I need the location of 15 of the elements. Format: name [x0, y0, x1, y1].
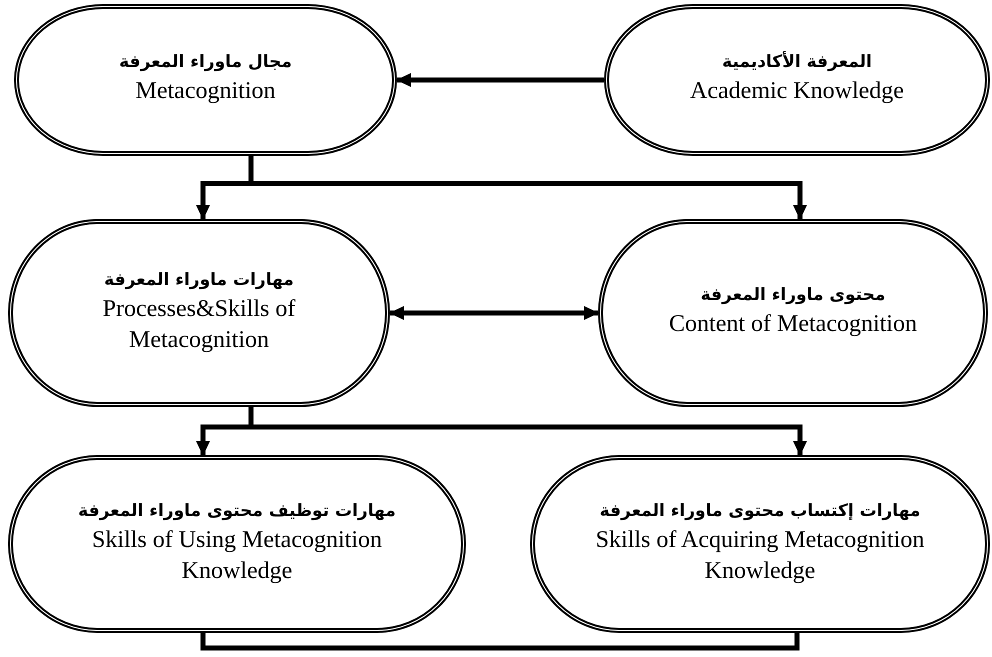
arrow: [396, 73, 604, 87]
arabic-title: مهارات إكتساب محتوى ماوراء المعرفة: [600, 500, 920, 521]
english-label: Metacognition: [136, 77, 276, 106]
english-label: Content of Metacognition: [669, 310, 917, 340]
english-label: Academic Knowledge: [690, 77, 904, 106]
arabic-title: مهارات ماوراء المعرفة: [104, 270, 294, 290]
connector-line: [200, 633, 800, 650]
arabic-title: مجال ماوراء المعرفة: [119, 52, 292, 72]
arabic-title: المعرفة الأكاديمية: [722, 52, 872, 72]
english-label: Processes&Skills of Metacognition: [102, 294, 296, 355]
arabic-title: مهارات توظيف محتوى ماوراء المعرفة: [78, 500, 396, 521]
english-label: Skills of Using Metacognition Knowledge: [91, 526, 383, 586]
arabic-title: محتوى ماوراء المعرفة: [700, 285, 886, 306]
arrow: [389, 306, 599, 320]
english-label: Skills of Acquiring Metacognition Knowledge: [594, 526, 926, 586]
